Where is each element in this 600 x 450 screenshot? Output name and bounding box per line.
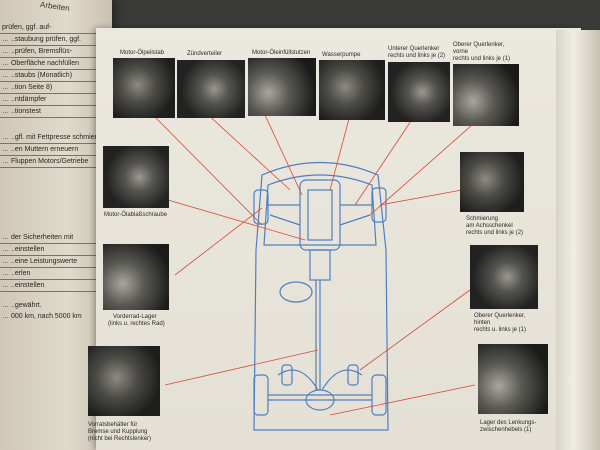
caption-wasserpumpe: Wasserpumpe [322,52,361,58]
caption-motor-olablassschraube: Motor-Ölablaßschraube [104,212,168,218]
leader-lines [149,111,481,416]
caption-lenkungslager-2: zwischenhebels (1) [480,427,532,433]
left-table-row: … der Sicherheiten mit [0,232,106,244]
left-table-row: … ..en Muttern erneuern [0,144,106,156]
left-table-row: … ..eine Leistungswerte [0,256,106,268]
caption-vorderrad-lager: Vorderrad-Lager [113,314,157,320]
left-table-row: … Oberfläche nachfüllen [0,58,106,70]
caption-oberer-querlenker-hinten: Oberer Querlenker, [474,313,526,319]
photo-schmierung-achsschenkel [460,152,524,212]
photo-wasserpumpe [319,60,385,120]
caption-lenkungslager: Lager des Lenkungs- [480,420,537,426]
left-table-row: prüfen, ggf. auf- [0,22,106,34]
chassis-outline [253,161,389,431]
caption-oberer-querlenker-vorne-3: rechts und links je (1) [453,56,511,62]
left-table-row: … ..tionstest [0,106,106,118]
caption-schmierung-2: am Achsschenkel [466,223,513,229]
caption-vorratsbehalter-3: (nicht bei Rechtslenker) [88,436,152,442]
left-table-row: … ..einstellen [0,280,106,292]
caption-oberer-querlenker-hinten-3: rechts u. links je (1) [474,327,527,333]
caption-motor-olpeilstab: Motor-Ölpeilstab [120,50,165,56]
left-table-row: … ..gfl. mit Fettpresse schmieren [0,132,106,144]
photo-oberer-querlenker-vorne [453,64,519,126]
caption-vorderrad-lager-2: (links u. rechtes Rad) [108,321,165,327]
photo-vorderrad-lager [103,244,169,310]
left-table-row: … ..einstellen [0,244,106,256]
photo-unterer-querlenker [388,62,450,122]
photo-oberer-querlenker-hinten [470,245,538,309]
photo-motor-olablassschraube [103,146,169,208]
caption-zundverteiler: Zündverteiler [187,51,223,57]
caption-vorratsbehalter: Vorratsbehälter für [88,422,138,428]
caption-vorratsbehalter-2: Bremse und Kupplung [88,429,148,435]
left-table-row: … Fluppen Motors/Getriebe [0,156,106,168]
caption-oberer-querlenker-vorne-2: vorne [453,49,469,55]
caption-unterer-querlenker-detail: rechts und links je (2) [388,53,446,59]
left-footnote: … 000 km, nach 5000 km [2,313,82,320]
caption-motor-oleinfullstutzen: Motor-Öleinfüllstutzen [252,50,311,56]
left-footnote: … ..gewährt. [2,302,42,309]
left-table-row: … ..ntdämpfer [0,94,106,106]
caption-unterer-querlenker: Unterer Querlenker [388,46,440,52]
caption-schmierung: Schmierung [466,216,499,222]
left-table-row: … ..erlen [0,268,106,280]
photo-vorratsbehalter [88,346,160,416]
caption-oberer-querlenker-vorne: Oberer Querlenker, [453,42,505,48]
caption-schmierung-3: rechts und links je (2) [466,230,524,236]
photo-motor-oleinfullstutzen [248,58,316,116]
left-table-row: … ..prüfen, Bremsflüs- [0,46,106,58]
page-stack-edge [556,30,600,450]
left-table-row: … ..staubung prüfen, ggf. [0,34,106,46]
photo-zundverteiler [177,60,245,118]
left-table-row: … ..staubs (Monatlich) [0,70,106,82]
photo-lenkungslager [478,344,548,414]
left-table-row: … ..tion Seite 8) [0,82,106,94]
photo-motor-olpeilstab [113,58,175,118]
left-page: Arbeiten prüfen, ggf. auf- … ..staubung … [0,0,112,450]
caption-oberer-querlenker-hinten-2: hinten [474,320,491,326]
